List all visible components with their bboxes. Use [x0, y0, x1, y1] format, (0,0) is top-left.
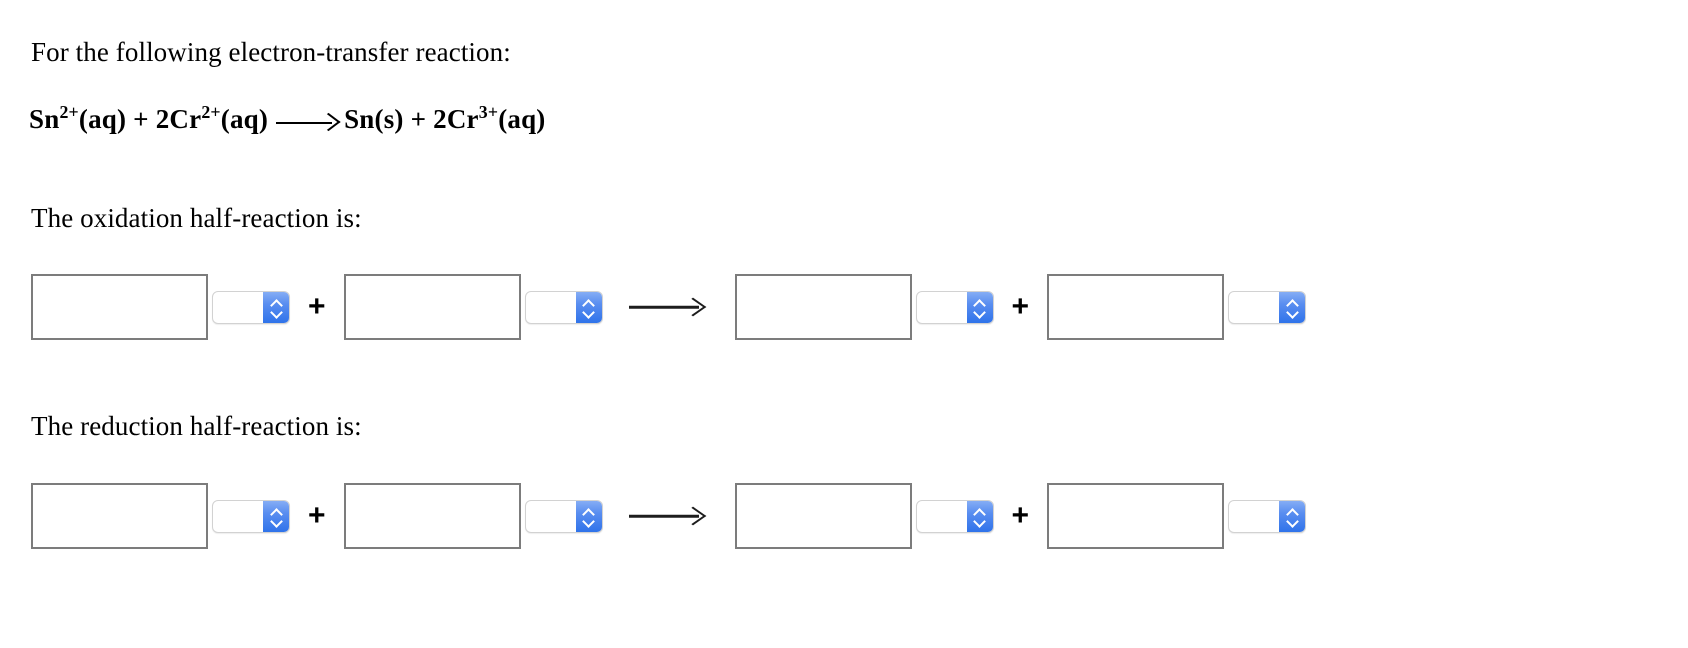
oxidation-state-select-wrap-4	[1228, 290, 1307, 324]
oxidation-term-1	[31, 274, 290, 340]
equation-reactant-2-phase: (aq)	[220, 104, 269, 134]
reduction-term-3	[734, 483, 994, 549]
equation-product-2-charge: 3+	[478, 102, 499, 122]
oxidation-answer-row: +	[0, 268, 1307, 346]
reduction-state-select-wrap-2	[524, 499, 603, 533]
reduction-state-select-wrap-1	[212, 499, 290, 533]
reduction-state-select-2[interactable]	[524, 499, 603, 533]
oxidation-state-select-1[interactable]	[212, 290, 290, 324]
oxidation-state-select-wrap-2	[524, 290, 603, 324]
reduction-formula-input-1[interactable]	[31, 483, 208, 549]
reduction-state-select-wrap-3	[915, 499, 994, 533]
oxidation-half-reaction-label: The oxidation half-reaction is:	[31, 203, 362, 233]
reduction-answer-row: +	[0, 477, 1307, 555]
equation-product-1-symbol: Sn	[344, 104, 375, 134]
oxidation-formula-input-1[interactable]	[31, 274, 208, 340]
reduction-state-select-3[interactable]	[915, 499, 994, 533]
equation-reactant-1-phase: (aq)	[78, 104, 127, 134]
equation-reactant-2-charge: 2+	[201, 102, 221, 122]
reduction-term-4	[1047, 483, 1307, 549]
equation-reactant-1-charge: 2+	[59, 102, 79, 122]
oxidation-formula-input-4[interactable]	[1047, 274, 1225, 340]
reduction-formula-input-2[interactable]	[343, 483, 521, 549]
oxidation-state-select-2[interactable]	[524, 290, 603, 324]
equation-plus-2: +	[410, 104, 427, 134]
oxidation-plus-1: +	[308, 290, 326, 323]
reduction-state-select-1[interactable]	[212, 499, 290, 533]
oxidation-state-select-3[interactable]	[915, 290, 994, 324]
equation-plus-1: +	[133, 104, 149, 134]
oxidation-term-4	[1047, 274, 1307, 340]
oxidation-plus-2: +	[1011, 290, 1030, 323]
equation-reactant-2-symbol: Cr	[169, 104, 202, 134]
oxidation-formula-input-3[interactable]	[734, 274, 912, 340]
equation-product-2-coefficient: 2	[433, 104, 447, 134]
reduction-term-1	[31, 483, 290, 549]
oxidation-term-3	[734, 274, 994, 340]
equation-product-1-phase: (s)	[374, 104, 404, 134]
oxidation-formula-input-2[interactable]	[343, 274, 521, 340]
reduction-term-2	[343, 483, 603, 549]
equation-arrow-right-icon	[276, 108, 338, 135]
oxidation-state-select-wrap-3	[915, 290, 994, 324]
reduction-state-select-wrap-4	[1228, 499, 1307, 533]
reduction-formula-input-4[interactable]	[1047, 483, 1225, 549]
reduction-formula-input-3[interactable]	[734, 483, 912, 549]
prompt-intro-text: For the following electron-transfer reac…	[31, 37, 511, 67]
reduction-plus-1: +	[308, 499, 326, 532]
reduction-state-select-4[interactable]	[1228, 499, 1307, 533]
equation-product-2-phase: (aq)	[498, 104, 546, 134]
oxidation-state-select-wrap-1	[212, 290, 290, 324]
equation-reactant-1-symbol: Sn	[29, 104, 60, 134]
reduction-plus-2: +	[1011, 499, 1030, 532]
reduction-arrow-right-icon	[623, 506, 715, 526]
oxidation-term-2	[343, 274, 603, 340]
equation-reactant-2-coefficient: 2	[155, 104, 170, 134]
oxidation-state-select-4[interactable]	[1228, 290, 1307, 324]
reduction-half-reaction-label: The reduction half-reaction is:	[31, 411, 362, 441]
equation-product-2-symbol: Cr	[446, 104, 479, 134]
oxidation-arrow-right-icon	[623, 297, 715, 317]
reaction-equation: Sn2+(aq) + 2Cr2+(aq)Sn(s) + 2Cr3+(aq)	[29, 102, 546, 135]
